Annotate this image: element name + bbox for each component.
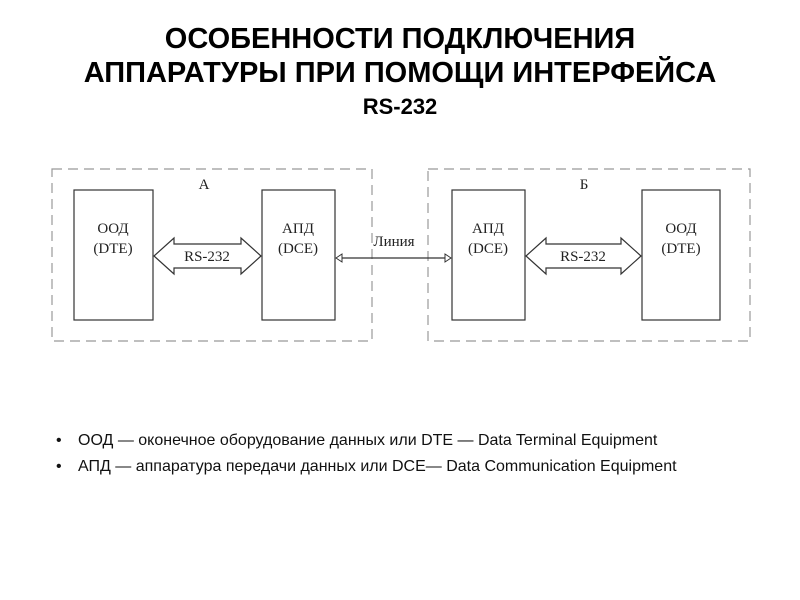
line-arrow	[335, 253, 452, 263]
dte-b-name: ООД	[665, 221, 696, 237]
rs232-a-label: RS-232	[184, 249, 230, 265]
dte-a-abbr: (DTE)	[93, 241, 132, 257]
rs232-b-double-arrow	[525, 236, 642, 276]
list-item: АПД — аппаратура передачи данных или DCE…	[56, 456, 736, 478]
group-b-frame	[427, 168, 751, 342]
title-line-1: ОСОБЕННОСТИ ПОДКЛЮЧЕНИЯ	[164, 23, 636, 55]
dce-a-box	[261, 189, 336, 321]
group-a-label: А	[199, 177, 210, 193]
rs232-a-double-arrow	[153, 236, 262, 276]
rs232-b-label: RS-232	[560, 249, 606, 265]
dce-a-abbr: (DCE)	[278, 241, 318, 257]
group-a-frame	[51, 168, 373, 342]
dte-a-box	[73, 189, 154, 321]
dte-b-abbr: (DTE)	[661, 241, 700, 257]
title-line-2: АППАРАТУРЫ ПРИ ПОМОЩИ ИНТЕРФЕЙСА	[83, 57, 717, 89]
dte-b-box	[641, 189, 721, 321]
legend-list: ООД — оконечное оборудование данных или …	[56, 430, 736, 482]
dce-b-box	[451, 189, 526, 321]
slide-title: ОСОБЕННОСТИ ПОДКЛЮЧЕНИЯ АППАРАТУРЫ ПРИ П…	[0, 22, 800, 124]
dce-a-name: АПД	[282, 221, 314, 237]
group-b-label: Б	[580, 177, 589, 193]
line-label: Линия	[373, 234, 414, 250]
dce-b-name: АПД	[472, 221, 504, 237]
dte-a-name: ООД	[97, 221, 128, 237]
title-line-3: RS-232	[362, 94, 438, 119]
dce-b-abbr: (DCE)	[468, 241, 508, 257]
list-item: ООД — оконечное оборудование данных или …	[56, 430, 736, 452]
